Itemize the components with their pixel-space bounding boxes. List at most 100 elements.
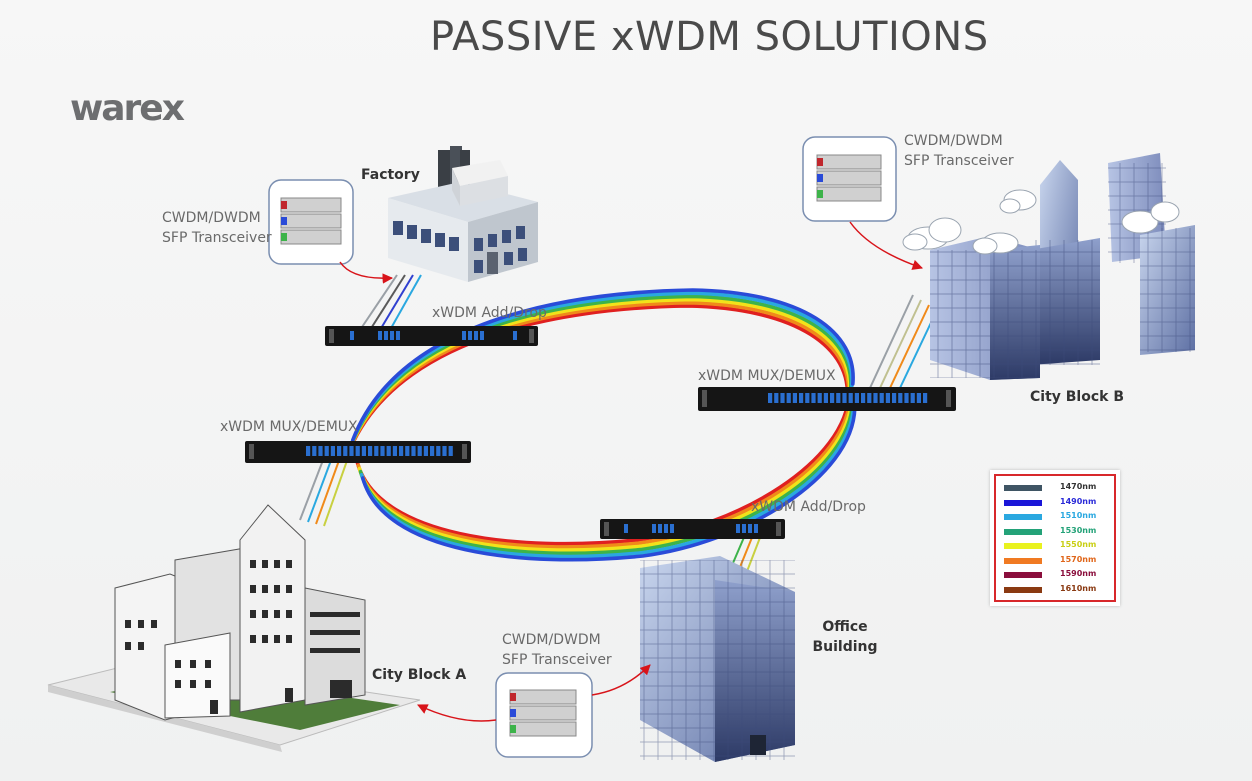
fiber-port	[330, 446, 335, 456]
legend-swatch	[1004, 543, 1042, 549]
legend-swatch	[1004, 572, 1042, 578]
fiber-port	[842, 393, 847, 403]
rack-mux-demux-left[interactable]	[245, 441, 471, 463]
fiber-port	[349, 446, 354, 456]
factory-building	[388, 146, 538, 282]
label-add-drop-bottom: xWDM Add/Drop	[751, 499, 866, 515]
legend-label: 1590nm	[1060, 569, 1097, 578]
fiber-port	[823, 393, 828, 403]
legend-item: 1590nm	[1004, 569, 1114, 581]
label-sfp-office: CWDM/DWDM SFP Transceiver	[502, 630, 612, 670]
fiber-port	[448, 446, 453, 456]
fiber-port	[386, 446, 391, 456]
label-mux-demux-left: xWDM MUX/DEMUX	[220, 419, 358, 435]
label-sfp-factory-line1: CWDM/DWDM	[162, 210, 261, 226]
label-sfp-city-block-b: CWDM/DWDM SFP Transceiver	[904, 131, 1014, 171]
fiber-port	[786, 393, 791, 403]
fiber-port	[830, 393, 835, 403]
legend-label: 1610nm	[1060, 583, 1097, 593]
rack-mux-demux-right[interactable]	[698, 387, 956, 411]
legend-swatch	[1004, 586, 1042, 593]
fiber-port	[430, 446, 435, 456]
fiber-strand	[356, 393, 853, 549]
fiber-port	[411, 446, 416, 456]
fiber-port	[854, 393, 859, 403]
fiber-port	[923, 393, 928, 403]
fiber-strand	[348, 294, 853, 449]
fiber-strand	[350, 288, 855, 442]
legend-swatch	[1004, 514, 1042, 520]
fiber-port	[355, 446, 360, 456]
legend-item: 1550nm	[1004, 540, 1114, 552]
label-add-drop-top: xWDM Add/Drop	[432, 305, 547, 321]
label-sfp-office-line1: CWDM/DWDM	[502, 632, 601, 648]
fiber-port	[423, 446, 428, 456]
fiber-strand	[347, 297, 852, 452]
rack-add-drop-top[interactable]	[325, 326, 538, 346]
fiber-port	[774, 393, 779, 403]
label-mux-demux-right: xWDM MUX/DEMUX	[698, 368, 836, 384]
legend-item: 1570nm	[1004, 555, 1114, 567]
fiber-port	[805, 393, 810, 403]
legend-item: 1490nm	[1004, 497, 1114, 509]
red-arrows	[339, 221, 923, 722]
fiber-port	[318, 446, 323, 456]
legend-swatch	[1004, 557, 1042, 564]
fiber-port	[817, 393, 822, 403]
fiber-port	[337, 446, 342, 456]
fiber-port	[417, 446, 422, 456]
label-sfp-office-line2: SFP Transceiver	[502, 652, 612, 668]
fiber-port	[306, 446, 311, 456]
wavelength-legend: 1470nm 1490nm 1510nm 1530nm 1550nm 1570nm 1590…	[990, 470, 1120, 606]
fiber-strand	[346, 300, 851, 455]
legend-label: 1530nm	[1060, 525, 1097, 535]
label-sfp-cityb-line2: SFP Transceiver	[904, 153, 1014, 169]
legend-item: 1510nm	[1004, 511, 1114, 523]
legend-label: 1550nm	[1060, 540, 1097, 549]
label-city-block-a: City Block A	[372, 667, 467, 683]
label-sfp-cityb-line1: CWDM/DWDM	[904, 133, 1003, 149]
fiber-port	[312, 446, 317, 456]
fiber-port	[405, 446, 410, 456]
fiber-port	[879, 393, 884, 403]
rack-add-drop-bottom[interactable]	[600, 519, 785, 539]
city-block-a-buildings	[47, 504, 421, 752]
fiber-port	[343, 446, 348, 456]
sfp-card-city-block-b	[802, 136, 897, 222]
label-sfp-factory-line2: SFP Transceiver	[162, 230, 272, 246]
fiber-strand	[349, 291, 854, 445]
legend-label: 1510nm	[1060, 511, 1097, 520]
label-office-building: Office Building	[812, 619, 878, 655]
fiber-strand	[359, 403, 856, 559]
fiber-port	[873, 393, 878, 403]
fiber-port	[436, 446, 441, 456]
fiber-port	[811, 393, 816, 403]
fiber-port	[898, 393, 903, 403]
fiber-strand	[355, 390, 852, 546]
legend-item: 1470nm	[1004, 482, 1114, 494]
fiber-port	[380, 446, 385, 456]
label-factory: Factory	[361, 167, 420, 183]
fiber-port	[780, 393, 785, 403]
fiber-port	[892, 393, 897, 403]
label-city-block-b: City Block B	[1030, 389, 1125, 405]
fiber-port	[867, 393, 872, 403]
fiber-port	[799, 393, 804, 403]
legend-label: 1470nm	[1060, 482, 1097, 491]
label-sfp-factory: CWDM/DWDM SFP Transceiver	[162, 208, 272, 248]
fiber-port	[910, 393, 915, 403]
fiber-port	[904, 393, 909, 403]
city-block-b-buildings	[902, 153, 1195, 380]
legend-item: 1530nm	[1004, 526, 1114, 538]
fiber-strand	[345, 304, 850, 458]
fiber-strand	[360, 406, 857, 562]
office-building	[640, 556, 795, 762]
legend-swatch	[1004, 485, 1042, 491]
fiber-strand	[357, 396, 854, 552]
fiber-port	[399, 446, 404, 456]
fiber-port	[368, 446, 373, 456]
fiber-port	[768, 393, 773, 403]
fiber-ring	[345, 288, 857, 562]
